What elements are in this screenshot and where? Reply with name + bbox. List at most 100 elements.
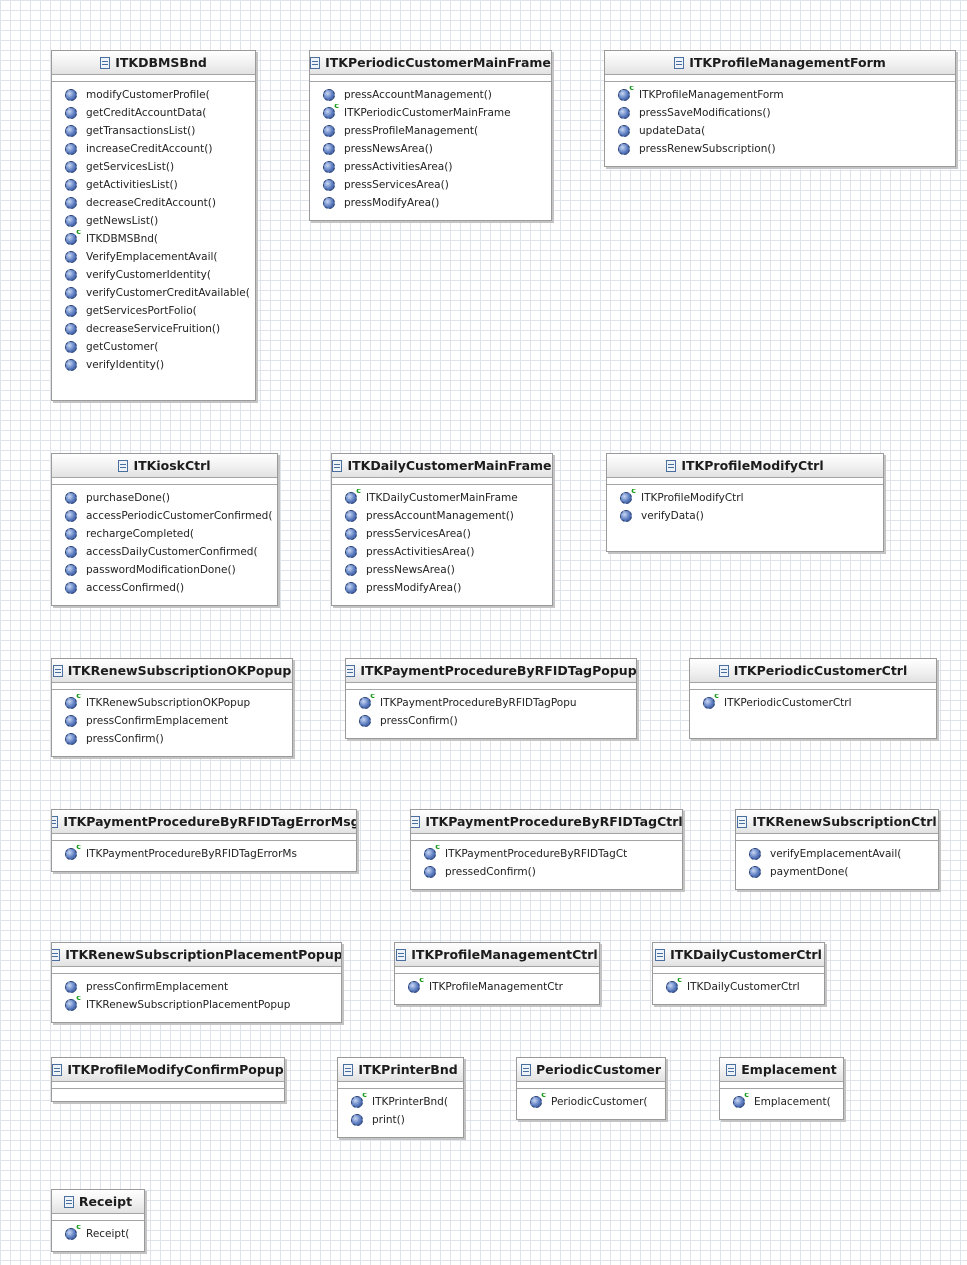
operation-row[interactable]: verifyEmplacementAvail( (736, 845, 938, 863)
operation-row[interactable]: pressConfirmEmplacement (52, 978, 341, 996)
operation-row[interactable]: ITKDailyCustomerCtrl (653, 978, 824, 996)
class-box-itk-daily-customer-main-frame[interactable]: ITKDailyCustomerMainFrameITKDailyCustome… (331, 453, 553, 606)
operation-row[interactable]: pressedConfirm() (411, 863, 682, 881)
operation-row[interactable]: ITKPeriodicCustomerCtrl (690, 694, 936, 712)
class-box-itk-printer-bnd[interactable]: ITKPrinterBndITKPrinterBnd(print() (337, 1057, 464, 1138)
class-header[interactable]: ITKProfileManagementForm (605, 51, 955, 75)
operation-row[interactable]: decreaseCreditAccount() (52, 194, 255, 212)
operation-row[interactable]: verifyCustomerCreditAvailable( (52, 284, 255, 302)
class-header[interactable]: ITKProfileModifyConfirmPopup (52, 1058, 284, 1082)
class-box-periodic-customer[interactable]: PeriodicCustomerPeriodicCustomer( (516, 1057, 666, 1120)
class-box-itk-daily-customer-ctrl[interactable]: ITKDailyCustomerCtrlITKDailyCustomerCtrl (652, 942, 825, 1005)
operation-row[interactable]: verifyData() (607, 507, 883, 525)
class-header[interactable]: ITKPaymentProcedureByRFIDTagErrorMsg (52, 810, 356, 834)
class-header[interactable]: PeriodicCustomer (517, 1058, 665, 1082)
operation-row[interactable]: print() (338, 1111, 463, 1129)
class-header[interactable]: ITKPaymentProcedureByRFIDTagCtrl (411, 810, 682, 834)
operation-row[interactable]: getServicesPortFolio( (52, 302, 255, 320)
operation-row[interactable]: ITKDailyCustomerMainFrame (332, 489, 552, 507)
class-header[interactable]: ITKDailyCustomerCtrl (653, 943, 824, 967)
operation-row[interactable]: getCustomer( (52, 338, 255, 356)
class-box-itk-profile-management-form[interactable]: ITKProfileManagementFormITKProfileManage… (604, 50, 956, 167)
class-box-itk-profile-management-ctrl[interactable]: ITKProfileManagementCtrlITKProfileManage… (394, 942, 600, 1005)
operation-row[interactable]: accessDailyCustomerConfirmed( (52, 543, 277, 561)
class-header[interactable]: Receipt (52, 1190, 144, 1214)
class-header[interactable]: ITKPaymentProcedureByRFIDTagPopup (346, 659, 636, 683)
operation-row[interactable]: ITKPrinterBnd( (338, 1093, 463, 1111)
class-box-itk-payment-procedure-by-rfid-tag-ctrl[interactable]: ITKPaymentProcedureByRFIDTagCtrlITKPayme… (410, 809, 683, 890)
class-box-itk-renew-subscription-ok-popup[interactable]: ITKRenewSubscriptionOKPopupITKRenewSubsc… (51, 658, 293, 757)
class-header[interactable]: ITKDBMSBnd (52, 51, 255, 75)
class-header[interactable]: ITKPeriodicCustomerCtrl (690, 659, 936, 683)
operation-row[interactable]: pressServicesArea() (310, 176, 551, 194)
operation-row[interactable]: accessPeriodicCustomerConfirmed( (52, 507, 277, 525)
operation-row[interactable]: getCreditAccountData( (52, 104, 255, 122)
class-box-it-kiosk-ctrl[interactable]: ITKioskCtrl purchaseDone()accessPeriodicC… (51, 453, 278, 606)
operation-row[interactable]: updateData( (605, 122, 955, 140)
operation-row[interactable]: pressConfirm() (52, 730, 292, 748)
operation-row[interactable]: ITKRenewSubscriptionPlacementPopup (52, 996, 341, 1014)
operation-row[interactable]: rechargeCompleted( (52, 525, 277, 543)
class-header[interactable]: ITKRenewSubscriptionCtrl (736, 810, 938, 834)
operation-row[interactable]: pressNewsArea() (310, 140, 551, 158)
class-header[interactable]: ITKProfileModifyCtrl (607, 454, 883, 478)
operation-row[interactable]: pressSaveModifications() (605, 104, 955, 122)
operation-row[interactable]: getActivitiesList() (52, 176, 255, 194)
operation-row[interactable]: pressAccountManagement() (310, 86, 551, 104)
operation-row[interactable]: increaseCreditAccount() (52, 140, 255, 158)
class-box-emplacement[interactable]: EmplacementEmplacement( (719, 1057, 844, 1120)
operation-row[interactable]: pressActivitiesArea() (332, 543, 552, 561)
operation-row[interactable]: ITKPeriodicCustomerMainFrame (310, 104, 551, 122)
class-box-itk-profile-modify-ctrl[interactable]: ITKProfileModifyCtrlITKProfileModifyCtrl… (606, 453, 884, 552)
class-header[interactable]: ITKioskCtrl (52, 454, 277, 478)
operation-row[interactable]: getServicesList() (52, 158, 255, 176)
class-header[interactable]: Emplacement (720, 1058, 843, 1082)
operation-row[interactable]: ITKDBMSBnd( (52, 230, 255, 248)
operation-row[interactable]: ITKPaymentProcedureByRFIDTagErrorMs (52, 845, 356, 863)
operation-row[interactable]: getNewsList() (52, 212, 255, 230)
operation-row[interactable]: ITKProfileManagementForm (605, 86, 955, 104)
operation-row[interactable]: ITKPaymentProcedureByRFIDTagCt (411, 845, 682, 863)
operation-row[interactable]: pressConfirm() (346, 712, 636, 730)
operation-row[interactable]: accessConfirmed() (52, 579, 277, 597)
operation-row[interactable]: PeriodicCustomer( (517, 1093, 665, 1111)
operation-row[interactable]: pressNewsArea() (332, 561, 552, 579)
operation-row[interactable]: passwordModificationDone() (52, 561, 277, 579)
class-header[interactable]: ITKPrinterBnd (338, 1058, 463, 1082)
operation-row[interactable]: modifyCustomerProfile( (52, 86, 255, 104)
class-box-itk-payment-procedure-by-rfid-tag-popup[interactable]: ITKPaymentProcedureByRFIDTagPopupITKPaym… (345, 658, 637, 739)
class-box-itk-periodic-customer-ctrl[interactable]: ITKPeriodicCustomerCtrlITKPeriodicCustom… (689, 658, 937, 739)
class-header[interactable]: ITKRenewSubscriptionOKPopup (52, 659, 292, 683)
operation-row[interactable]: Receipt( (52, 1225, 144, 1243)
class-header[interactable]: ITKProfileManagementCtrl (395, 943, 599, 967)
operation-row[interactable]: Emplacement( (720, 1093, 843, 1111)
operation-row[interactable]: pressRenewSubscription() (605, 140, 955, 158)
operation-row[interactable]: verifyCustomerIdentity( (52, 266, 255, 284)
class-header[interactable]: ITKPeriodicCustomerMainFrame (310, 51, 551, 75)
operation-row[interactable]: pressConfirmEmplacement (52, 712, 292, 730)
operation-row[interactable]: purchaseDone() (52, 489, 277, 507)
class-box-itk-profile-modify-confirm-popup[interactable]: ITKProfileModifyConfirmPopup (51, 1057, 285, 1102)
operation-row[interactable]: ITKProfileManagementCtr (395, 978, 599, 996)
operation-row[interactable]: pressProfileManagement( (310, 122, 551, 140)
operation-row[interactable]: ITKProfileModifyCtrl (607, 489, 883, 507)
operation-row[interactable]: decreaseServiceFruition() (52, 320, 255, 338)
operation-row[interactable]: pressServicesArea() (332, 525, 552, 543)
class-header[interactable]: ITKDailyCustomerMainFrame (332, 454, 552, 478)
operation-row[interactable]: ITKRenewSubscriptionOKPopup (52, 694, 292, 712)
class-box-itk-payment-procedure-by-rfid-tag-error-msg[interactable]: ITKPaymentProcedureByRFIDTagErrorMsgITKP… (51, 809, 357, 872)
operation-row[interactable]: pressModifyArea() (332, 579, 552, 597)
class-header[interactable]: ITKRenewSubscriptionPlacementPopup (52, 943, 341, 967)
operation-row[interactable]: pressModifyArea() (310, 194, 551, 212)
class-box-itkdbms-bnd[interactable]: ITKDBMSBnd modifyCustomerProfile(getCredi… (51, 50, 256, 401)
operation-row[interactable]: paymentDone( (736, 863, 938, 881)
operation-row[interactable]: VerifyEmplacementAvail( (52, 248, 255, 266)
operation-row[interactable]: pressAccountManagement() (332, 507, 552, 525)
class-box-receipt[interactable]: ReceiptReceipt( (51, 1189, 145, 1252)
operation-row[interactable]: getTransactionsList() (52, 122, 255, 140)
operation-row[interactable]: verifyIdentity() (52, 356, 255, 374)
operation-row[interactable]: ITKPaymentProcedureByRFIDTagPopu (346, 694, 636, 712)
operation-row[interactable]: pressActivitiesArea() (310, 158, 551, 176)
